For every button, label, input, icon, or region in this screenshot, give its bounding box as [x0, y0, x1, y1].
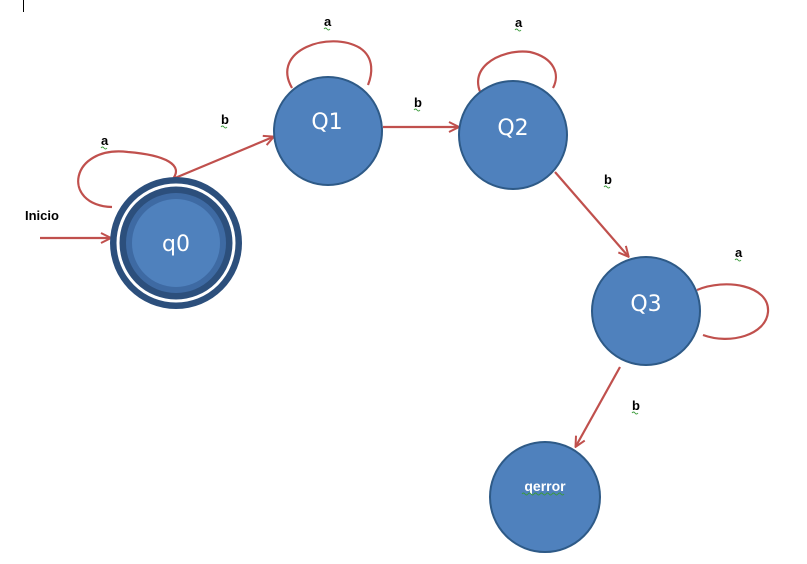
label-q1-q1: a — [324, 14, 332, 29]
loop-q3 — [696, 283, 770, 340]
spell-squiggle — [631, 411, 639, 415]
state-qerror[interactable]: qerror — [489, 441, 601, 553]
spell-squiggle — [220, 125, 228, 129]
spell-squiggle — [514, 28, 522, 32]
state-q0-label: q0 — [162, 232, 190, 257]
label-q1-q2: b — [414, 95, 422, 110]
spell-squiggle — [100, 146, 108, 150]
spell-squiggle-qerror — [521, 492, 565, 496]
state-q1[interactable]: Q1 — [273, 76, 383, 186]
state-q3-label: Q3 — [630, 292, 661, 317]
state-q0[interactable]: q0 — [110, 177, 242, 309]
text-cursor — [23, 0, 24, 12]
spell-squiggle — [734, 258, 742, 262]
spell-squiggle — [323, 27, 331, 31]
start-label: Inicio — [25, 208, 59, 223]
loop-q1 — [286, 40, 373, 89]
label-q0-q1: b — [221, 112, 229, 127]
edge-q3-qerror — [576, 366, 621, 446]
state-q2[interactable]: Q2 — [458, 80, 568, 190]
label-q3-qerror: b — [632, 398, 640, 413]
label-q2-q3: b — [604, 172, 612, 187]
spell-squiggle — [413, 108, 421, 112]
edge-q0-q1 — [174, 137, 273, 180]
state-qerror-label: qerror — [524, 478, 566, 494]
loop-q0 — [77, 150, 178, 209]
state-q1-label: Q1 — [311, 110, 342, 135]
label-q0-q0: a — [101, 133, 109, 148]
state-q3[interactable]: Q3 — [591, 256, 701, 366]
state-q2-label: Q2 — [497, 116, 528, 141]
loop-q2 — [477, 50, 557, 104]
label-q3-q3: a — [735, 245, 743, 260]
label-q2-q2: a — [515, 15, 523, 30]
spell-squiggle — [603, 185, 611, 189]
edge-q2-q3 — [554, 171, 628, 256]
